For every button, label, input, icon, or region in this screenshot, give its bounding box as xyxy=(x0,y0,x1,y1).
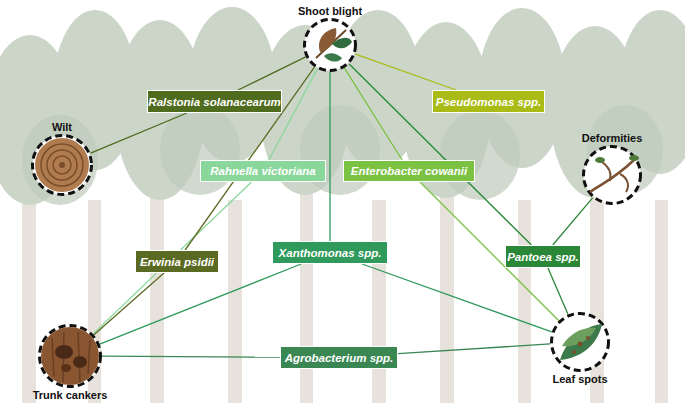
association-line xyxy=(269,69,317,160)
circle-outline xyxy=(303,18,357,72)
association-line xyxy=(362,264,552,332)
circle-outline xyxy=(38,324,102,388)
symptom-label: Shoot blight xyxy=(298,5,362,17)
symptom-label: Deformities xyxy=(582,132,643,144)
bacterium-box: Agrobacterium spp. xyxy=(280,346,398,369)
symptom-label: Trunk cankers xyxy=(33,389,108,401)
symptom-circle: Deformities xyxy=(582,145,642,205)
association-line xyxy=(553,198,593,245)
association-line xyxy=(398,344,550,354)
bacterium-box: Ralstonia solanacearum xyxy=(147,90,282,113)
symptom-label: Wilt xyxy=(52,121,72,133)
bacterium-name: Xanthomonas spp. xyxy=(279,247,382,259)
dashed-circle xyxy=(552,314,609,371)
bacterium-name: Ralstonia solanacearum xyxy=(148,96,280,108)
tree-trunks xyxy=(22,185,668,403)
bacterium-box: Xanthomonas spp. xyxy=(272,241,388,264)
tree-canopy-shade xyxy=(22,105,663,205)
dashed-circle xyxy=(584,147,641,204)
leaf-spots-icon xyxy=(560,324,602,360)
bacterium-box: Enterobacter cowanii xyxy=(343,160,475,182)
symptom-circle: Trunk cankers xyxy=(38,324,102,388)
symptom-circle: Shoot blight xyxy=(303,18,357,72)
association-line xyxy=(344,68,402,160)
association-line xyxy=(548,268,568,314)
tree-canopies xyxy=(0,7,685,205)
association-line xyxy=(102,356,280,358)
association-line xyxy=(329,72,330,241)
circle-outline xyxy=(550,312,610,372)
bacterium-box: Erwinia psidii xyxy=(135,250,219,273)
dashed-circle xyxy=(305,20,356,71)
bacterium-name: Agrobacterium spp. xyxy=(285,352,394,364)
bacterium-box: Pseudomonas spp. xyxy=(432,90,545,113)
deformities-icon xyxy=(590,155,639,192)
association-line xyxy=(91,113,187,153)
bacterium-name: Rahnella victoriana xyxy=(210,165,315,177)
association-line xyxy=(94,273,164,335)
bacterium-name: Enterobacter cowanii xyxy=(351,165,467,177)
bacterium-name: Pseudomonas spp. xyxy=(436,96,541,108)
bacterium-name: Pantoea spp. xyxy=(507,251,579,263)
dashed-circle xyxy=(40,326,101,387)
bacterium-name: Erwinia psidii xyxy=(140,256,214,268)
wilt-icon xyxy=(35,138,89,192)
bacterium-box: Pantoea spp. xyxy=(505,245,581,268)
association-line xyxy=(238,57,306,90)
circle-outline xyxy=(31,134,93,196)
shoot-blight-icon xyxy=(316,28,352,62)
bacterium-box: Rahnella victoriana xyxy=(200,160,326,182)
symptom-label: Leaf spots xyxy=(552,373,607,385)
dashed-circle xyxy=(33,136,92,195)
association-line xyxy=(100,264,301,344)
association-line xyxy=(93,182,251,334)
trunk-cankers-icon xyxy=(41,327,99,385)
circle-outline xyxy=(582,145,642,205)
symptom-circle: Leaf spots xyxy=(550,312,610,372)
symptom-circle: Wilt xyxy=(31,134,93,196)
